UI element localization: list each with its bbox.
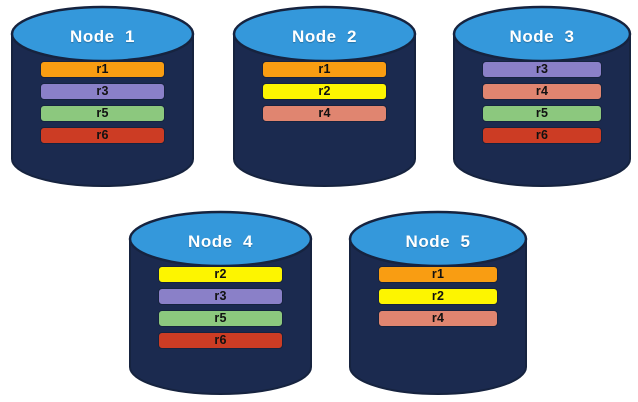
cylinder-top-disc — [10, 5, 195, 63]
shard-list: r1 r2 r4 — [378, 266, 498, 332]
shard-label: r1 — [318, 62, 331, 77]
shard-label: r1 — [431, 267, 445, 282]
shard-bar[interactable]: r5 — [482, 105, 602, 122]
shard-label: r3 — [535, 62, 549, 77]
shard-bar[interactable]: r5 — [158, 310, 283, 327]
shard-bar[interactable]: r6 — [482, 127, 602, 144]
shard-label: r5 — [535, 106, 549, 121]
shard-bar[interactable]: r3 — [40, 83, 165, 100]
shard-bar[interactable]: r6 — [40, 127, 165, 144]
cylinder-top-disc — [232, 5, 417, 63]
shard-list: r2 r3 r5 r6 — [158, 266, 283, 354]
shard-bar[interactable]: r1 — [40, 61, 165, 78]
shard-bar[interactable]: r6 — [158, 332, 283, 349]
shard-bar[interactable]: r4 — [262, 105, 387, 122]
shard-label: r2 — [431, 289, 445, 304]
shard-label: r6 — [535, 128, 549, 143]
shard-bar[interactable]: r1 — [378, 266, 498, 283]
shard-label: r6 — [96, 128, 109, 143]
cylinder-top-disc — [128, 210, 313, 268]
shard-label: r4 — [318, 106, 331, 121]
shard-list: r1 r2 r4 — [262, 61, 387, 127]
cylinder-top-disc — [452, 5, 632, 63]
shard-label: r1 — [96, 62, 109, 77]
shard-label: r5 — [214, 311, 227, 326]
shard-label: r3 — [214, 289, 227, 304]
shard-bar[interactable]: r5 — [40, 105, 165, 122]
shard-bar[interactable]: r2 — [262, 83, 387, 100]
shard-label: r2 — [214, 267, 227, 282]
shard-list: r3 r4 r5 r6 — [482, 61, 602, 149]
shard-bar[interactable]: r4 — [482, 83, 602, 100]
shard-label: r4 — [431, 311, 445, 326]
shard-bar[interactable]: r2 — [158, 266, 283, 283]
shard-bar[interactable]: r3 — [158, 288, 283, 305]
shard-label: r5 — [96, 106, 109, 121]
shard-bar[interactable]: r1 — [262, 61, 387, 78]
shard-bar[interactable]: r2 — [378, 288, 498, 305]
shard-label: r6 — [214, 333, 227, 348]
shard-label: r2 — [318, 84, 331, 99]
cylinder-top-disc — [348, 210, 528, 268]
shard-label: r3 — [96, 84, 109, 99]
shard-list: r1 r3 r5 r6 — [40, 61, 165, 149]
shard-label: r4 — [535, 84, 549, 99]
shard-bar[interactable]: r4 — [378, 310, 498, 327]
shard-bar[interactable]: r3 — [482, 61, 602, 78]
